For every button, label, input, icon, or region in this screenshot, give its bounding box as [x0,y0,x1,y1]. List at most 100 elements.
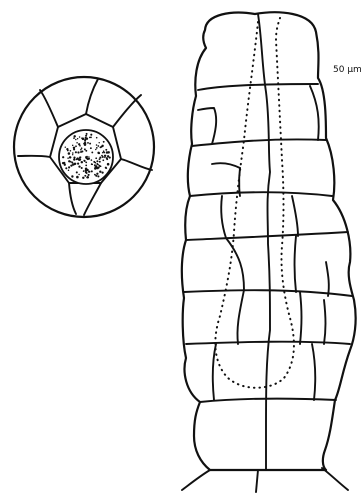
stipple-dot [76,171,78,173]
stipple-dot [98,167,100,169]
stipple-dot [89,137,91,139]
stipple-dot [74,147,76,149]
stipple-dot [90,147,92,149]
stipple-dot [84,148,86,150]
stipple-dot [91,159,93,161]
stipple-dot [75,139,76,140]
stipple-dot [105,149,107,151]
stipple-dot [88,174,90,176]
stipple-dot [86,176,88,178]
stipple-dot [86,156,88,158]
stipple-dot [85,165,87,167]
stipple-dot [94,174,96,176]
stipple-dot [69,156,71,158]
stipple-dot [99,170,101,172]
stipple-dot [68,152,71,155]
stipple-dot [96,144,98,146]
stipple-dot [97,145,99,147]
stipple-dot [73,135,75,137]
stipple-dot [91,151,93,153]
stipple-dot [99,161,101,163]
stipple-dot [85,150,87,152]
stipple-dot [91,170,93,172]
stipple-dot [83,170,85,172]
stipple-dot [77,138,78,139]
stipple-dot [62,156,64,158]
stipple-dot [105,167,107,169]
stipple-dot [75,151,77,153]
stipple-dot [101,145,103,147]
stipple-dot [99,157,101,159]
stipple-dot [95,149,96,150]
stipple-dot [94,166,96,168]
stipple-dot [72,163,74,165]
stipple-dot [86,138,88,140]
stipple-dot [85,161,87,163]
stipple-dot [96,173,98,175]
stipple-dot [82,138,85,141]
stipple-dot [71,161,73,163]
stipple-dot [86,133,88,135]
stipple-dot [90,134,92,136]
stipple-dot [68,170,70,172]
longitudinal-section [182,12,356,492]
stipple-dot [96,147,98,149]
stipple-dot [97,164,99,166]
stipple-dot [83,160,84,161]
stipple-dot [103,141,105,143]
stipple-dot [76,142,78,144]
scale-bar-label: 50 µm [333,65,362,75]
stipple-dot [71,175,73,177]
stipple-dot [95,162,97,164]
stipple-dot [81,167,83,169]
stipple-dot [72,154,73,155]
stipple-dot [96,137,98,139]
stipple-dot [104,157,106,159]
stipple-dot [102,156,104,158]
stipple-dot [72,145,73,146]
stipple-dot [68,160,70,162]
stipple-dot [77,163,79,165]
stipple-dot [83,143,84,144]
stipple-dot [68,166,70,168]
stipple-dot [102,172,104,174]
stipple-dot [87,142,89,144]
stipple-dot [99,166,100,167]
stipple-dot [64,162,66,164]
stipple-dot [88,156,89,157]
stipple-dot [73,148,75,150]
stipple-dot [81,147,83,149]
stipple-dot [107,163,110,166]
stipple-dot [97,175,99,177]
stipple-dot [91,163,93,165]
stipple-dot [94,164,96,166]
stipple-dot [102,152,103,153]
stipple-dot [76,158,78,160]
stipple-dot [109,157,111,159]
stipple-dot [85,169,88,172]
stipple-dot [75,145,77,147]
stipple-dot [99,142,100,143]
stipple-dot [79,156,81,158]
stipple-dot [73,157,75,159]
stipple-dot [107,152,109,154]
stipple-dot [84,175,86,177]
stipple-dot [76,176,79,179]
stipple-dot [77,151,79,153]
stipple-dot [81,161,83,163]
stipple-dot [65,167,67,169]
stipple-dot [102,159,104,161]
stipple-dot [70,150,72,152]
stipple-dot [64,164,66,166]
stipple-dot [95,157,97,159]
stipple-dot [65,146,66,147]
stipple-dot [78,165,80,167]
stipple-dot [88,171,89,172]
stipple-dot [80,149,82,151]
stipple-dot [89,143,91,145]
stipple-dot [97,152,99,154]
stipple-dot [82,177,84,179]
stipple-dot [80,151,82,153]
filament-base [182,468,348,492]
